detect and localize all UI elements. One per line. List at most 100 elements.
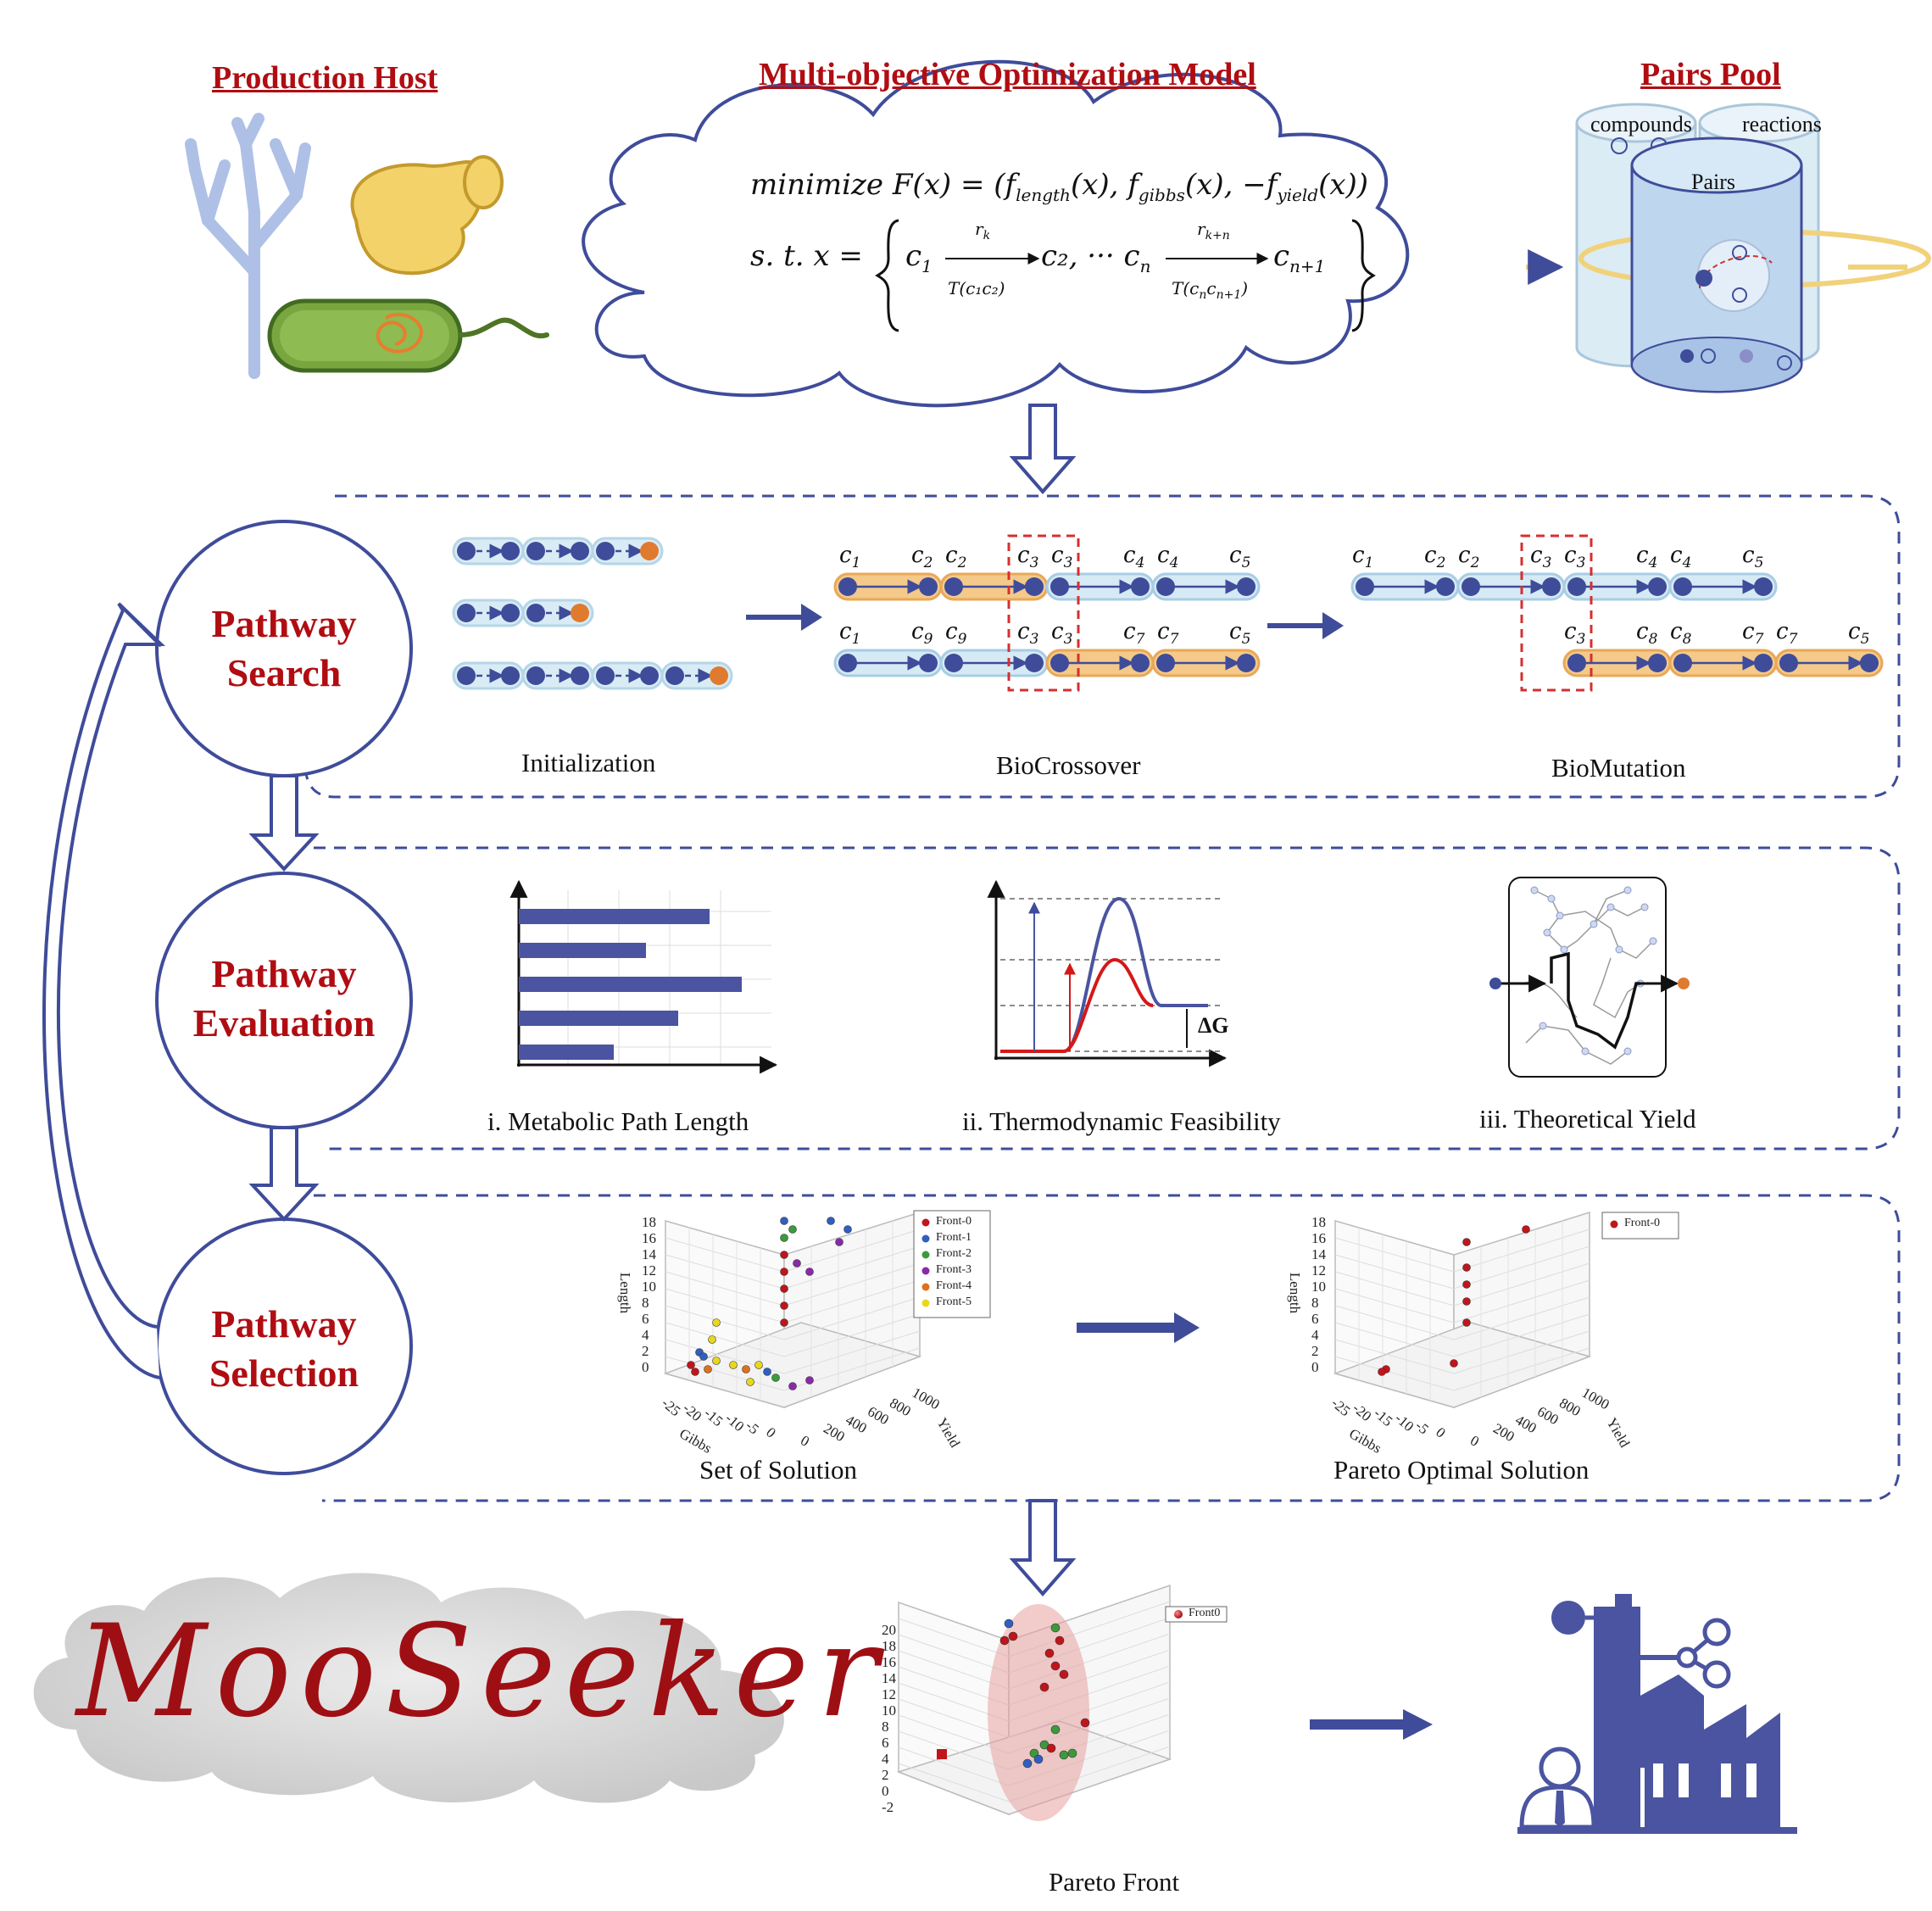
compound-node	[1237, 577, 1256, 596]
arrow-model-to-search	[1009, 404, 1077, 495]
compound-node	[710, 666, 728, 685]
mutation-top-label: c4	[1636, 543, 1658, 572]
solution-point	[754, 1361, 763, 1369]
evaluation-panel	[314, 846, 1901, 1150]
compound-node	[1542, 577, 1561, 596]
compound-node	[944, 654, 963, 672]
path-length-caption: i. Metabolic Path Length	[487, 1106, 749, 1136]
solution-point	[805, 1268, 814, 1276]
y-tick: 16	[642, 1230, 656, 1246]
production-host-title: Production Host	[212, 60, 438, 96]
pairs-pool-title: Pairs Pool	[1640, 57, 1781, 92]
mutation-bottom-label: c3	[1564, 619, 1586, 649]
reaction-rkn: rk+n	[1197, 219, 1230, 242]
compound-node	[501, 604, 520, 622]
compound-node	[1754, 654, 1773, 672]
solution-point	[1378, 1368, 1386, 1376]
solution-point	[708, 1335, 716, 1344]
front-y-tick: -2	[882, 1799, 894, 1815]
compound-node	[501, 666, 520, 685]
compound-node	[1673, 654, 1692, 672]
solution-point	[835, 1238, 844, 1246]
solution-point	[763, 1368, 771, 1376]
legend-marker	[921, 1267, 930, 1275]
mutation-bottom-label: c7	[1742, 619, 1764, 649]
front-point	[1039, 1682, 1050, 1692]
legend-marker	[921, 1251, 930, 1259]
compound-node	[571, 542, 589, 560]
compound-node	[1156, 654, 1175, 672]
compound-node	[526, 666, 545, 685]
biomutation-caption: BioMutation	[1551, 753, 1686, 783]
y-tick: 2	[1311, 1343, 1319, 1359]
delta-g-label: ΔG	[1198, 1013, 1229, 1038]
y-tick: 0	[1311, 1359, 1319, 1375]
pareto-front-caption: Pareto Front	[1049, 1867, 1180, 1897]
compound-node	[596, 666, 615, 685]
compound-node	[1025, 577, 1044, 596]
y-tick: 6	[642, 1311, 649, 1327]
front-outlier	[937, 1749, 947, 1759]
compounds-label: compounds	[1590, 112, 1692, 136]
legend-entry: Front-4	[936, 1279, 972, 1292]
front-point	[1059, 1669, 1069, 1680]
compound-node	[1156, 577, 1175, 596]
feedback-loop-arrow	[42, 602, 165, 1379]
mutation-top-label: c1	[1352, 543, 1374, 572]
pareto-front-region	[988, 1604, 1089, 1821]
crossover-top-label: c1	[839, 543, 861, 572]
front-point	[1050, 1724, 1061, 1735]
mutation-top-label: c2	[1458, 543, 1480, 572]
arrow-crossover-to-mutation	[1267, 612, 1344, 639]
mutation-top-label: c3	[1530, 543, 1552, 572]
solution-point	[1522, 1225, 1530, 1234]
compound-node	[526, 542, 545, 560]
pareto-optimal-plot	[1333, 1211, 1679, 1409]
solution-point	[729, 1361, 738, 1369]
reaction-rk: rk	[975, 219, 991, 242]
arrow-eval-to-select	[248, 1126, 320, 1222]
front-point	[999, 1635, 1010, 1646]
mooseeker-cloud	[33, 1573, 784, 1803]
crossover-top-label: c3	[1017, 543, 1039, 572]
compound-node	[665, 666, 684, 685]
compound-node	[1436, 577, 1455, 596]
compound-node	[1754, 577, 1773, 596]
solution-point	[780, 1301, 788, 1310]
solution-point	[742, 1365, 750, 1373]
front-y-tick: 10	[882, 1702, 896, 1719]
front-y-tick: 20	[882, 1622, 896, 1638]
pairs-label: Pairs	[1691, 170, 1735, 194]
crossover-top-label: c2	[945, 543, 967, 572]
yeast-icon	[350, 155, 504, 276]
compound-node	[944, 577, 963, 596]
front-point	[1004, 1618, 1014, 1629]
mutation-bottom-label: c5	[1848, 619, 1870, 649]
constraint-mid: c₂, ··· cn	[1041, 239, 1151, 276]
solution-point	[1462, 1280, 1471, 1289]
compound-node	[596, 542, 615, 560]
legend-marker	[1610, 1220, 1618, 1228]
crossover-top-label: c3	[1051, 543, 1073, 572]
y-tick: 18	[642, 1214, 656, 1230]
crossover-bottom-label: c3	[1051, 619, 1073, 649]
crossover-bottom-label: c5	[1229, 619, 1251, 649]
front-y-tick: 8	[882, 1719, 889, 1735]
reactions-label: reactions	[1742, 112, 1822, 136]
initialization-chains	[452, 537, 733, 690]
yield-caption: iii. Theoretical Yield	[1479, 1104, 1696, 1134]
solution-point	[793, 1259, 801, 1268]
crossover-bottom-label: c7	[1157, 619, 1179, 649]
legend-marker	[1174, 1610, 1183, 1618]
legend-entry: Front-0	[1624, 1217, 1660, 1229]
model-title: Multi-objective Optimization Model	[759, 57, 1256, 92]
y-axis-label: Length	[617, 1272, 634, 1314]
y-tick: 18	[1311, 1214, 1326, 1230]
transition-t12: T(c₁c₂)	[948, 278, 1005, 298]
compound-node	[501, 542, 520, 560]
front-y-tick: 18	[882, 1638, 896, 1654]
solution-point	[827, 1217, 835, 1225]
pareto-front-plot	[896, 1584, 1228, 1821]
